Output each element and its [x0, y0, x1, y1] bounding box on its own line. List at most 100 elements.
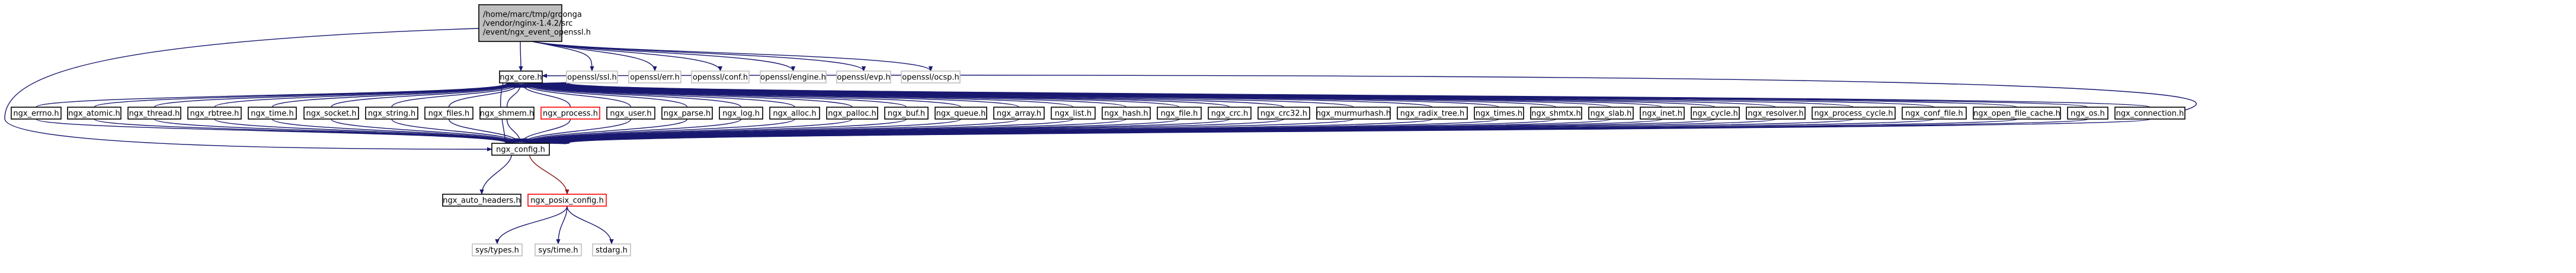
node-label: ngx_crc.h [1211, 110, 1248, 118]
edge-config-posix-config [529, 155, 569, 195]
node-label: openssl/evp.h [837, 73, 890, 82]
node-shmem[interactable]: ngx_shmem.h [479, 107, 535, 120]
node-box [479, 107, 535, 120]
node-socket[interactable]: ngx_socket.h [303, 107, 359, 120]
node-open-file-cache[interactable]: ngx_open_file_cache.h [1973, 107, 2061, 120]
node-times[interactable]: ngx_times.h [1474, 107, 1524, 120]
node-box [935, 107, 987, 120]
node-atomic[interactable]: ngx_atomic.h [67, 107, 121, 120]
node-box [1640, 107, 1685, 120]
node-label: ngx_atomic.h [68, 110, 120, 118]
edge-posix-config-sys_time [556, 205, 568, 245]
node-box [1812, 107, 1896, 120]
edge-atomic-config [94, 118, 513, 144]
node-label: ngx_list.h [1055, 110, 1092, 118]
node-openssl-ssl[interactable]: openssl/ssl.h [566, 70, 618, 83]
node-box [1257, 107, 1310, 120]
node-openssl-ocsp[interactable]: openssl/ocsp.h [901, 70, 961, 83]
node-label: openssl/ocsp.h [902, 73, 959, 82]
node-resolver[interactable]: ngx_resolver.h [1746, 107, 1806, 120]
node-murmurhash[interactable]: ngx_murmurhash.h [1316, 107, 1391, 120]
edge-thread-core [153, 82, 515, 108]
node-sys-time[interactable]: sys/time.h [535, 243, 582, 256]
node-queue[interactable]: ngx_queue.h [935, 107, 987, 120]
node-thread[interactable]: ngx_thread.h [127, 107, 181, 120]
node-label: ngx_resolver.h [1748, 110, 1803, 118]
node-time[interactable]: ngx_time.h [248, 107, 297, 120]
node-label: ngx_radix_tree.h [1400, 110, 1465, 118]
node-list[interactable]: ngx_list.h [1051, 107, 1096, 120]
node-label: ngx_queue.h [936, 110, 986, 118]
node-user[interactable]: ngx_user.h [606, 107, 655, 120]
node-openssl-evp[interactable]: openssl/evp.h [836, 70, 891, 83]
node-label: ngx_cycle.h [1692, 110, 1738, 118]
node-radix-tree[interactable]: ngx_radix_tree.h [1397, 107, 1468, 120]
node-openssl-err[interactable]: openssl/err.h [628, 70, 681, 83]
node-openssl-engine[interactable]: openssl/engine.h [760, 70, 827, 83]
node-box [2114, 107, 2185, 120]
node-label: openssl/ssl.h [567, 73, 617, 82]
node-root[interactable]: /home/marc/tmp/groonga/vendor/nginx-1.4.… [478, 4, 591, 42]
node-parse[interactable]: ngx_parse.h [661, 107, 713, 120]
node-box [303, 107, 359, 120]
node-label: stdarg.h [596, 246, 628, 255]
node-label: ngx_socket.h [306, 110, 356, 118]
node-buf[interactable]: ngx_buf.h [884, 107, 929, 120]
node-sys-types[interactable]: sys/types.h [472, 243, 523, 256]
node-process[interactable]: ngx_process.h [540, 107, 600, 120]
node-openssl-conf[interactable]: openssl/conf.h [691, 70, 750, 83]
node-box [527, 194, 607, 207]
node-box [365, 107, 418, 120]
edge-errno-config [36, 118, 511, 144]
edge-rbtree-core [214, 82, 517, 108]
node-box [424, 107, 473, 120]
node-label: ngx_connection.h [2116, 110, 2184, 118]
node-stdarg[interactable]: stdarg.h [592, 243, 631, 256]
edge-socket-config [331, 118, 519, 144]
node-auto-headers[interactable]: ngx_auto_headers.h [442, 194, 521, 207]
node-shmtx[interactable]: ngx_shmtx.h [1530, 107, 1582, 120]
node-config[interactable]: ngx_config.h [491, 143, 550, 156]
node-process-cycle[interactable]: ngx_process_cycle.h [1812, 107, 1896, 120]
node-connection[interactable]: ngx_connection.h [2114, 107, 2185, 120]
node-box [628, 70, 681, 83]
node-conf-file[interactable]: ngx_conf_file.h [1902, 107, 1967, 120]
node-label: ngx_string.h [368, 110, 415, 118]
node-label: sys/types.h [475, 246, 519, 255]
node-errno[interactable]: ngx_errno.h [11, 107, 62, 120]
node-posix-config[interactable]: ngx_posix_config.h [527, 194, 607, 207]
node-label: ngx_file.h [1161, 110, 1198, 118]
node-box [661, 107, 713, 120]
node-label: ngx_log.h [722, 110, 760, 118]
node-label: ngx_shmtx.h [1531, 110, 1581, 118]
node-box [540, 107, 600, 120]
node-box [535, 243, 582, 256]
node-box [691, 70, 750, 83]
node-label: ngx_murmurhash.h [1316, 110, 1391, 118]
node-label: ngx_shmem.h [480, 110, 534, 118]
node-slab[interactable]: ngx_slab.h [1588, 107, 1634, 120]
node-core[interactable]: ngx_core.h [499, 70, 543, 83]
node-crc32[interactable]: ngx_crc32.h [1257, 107, 1310, 120]
edge-root-openssl_ocsp [532, 41, 933, 72]
node-alloc[interactable]: ngx_alloc.h [769, 107, 820, 120]
node-string[interactable]: ngx_string.h [365, 107, 418, 120]
node-hash[interactable]: ngx_hash.h [1102, 107, 1151, 120]
node-label: /home/marc/tmp/groonga [483, 11, 582, 20]
node-log[interactable]: ngx_log.h [719, 107, 763, 120]
node-os[interactable]: ngx_os.h [2067, 107, 2108, 120]
node-inet[interactable]: ngx_inet.h [1640, 107, 1685, 120]
node-box [187, 107, 242, 120]
node-label: ngx_slab.h [1591, 110, 1632, 118]
node-array[interactable]: ngx_array.h [993, 107, 1045, 120]
node-box [760, 70, 827, 83]
node-rbtree[interactable]: ngx_rbtree.h [187, 107, 242, 120]
node-label: ngx_process.h [543, 110, 598, 118]
edge-config-auto-headers [479, 155, 513, 195]
node-file[interactable]: ngx_file.h [1157, 107, 1202, 120]
node-files[interactable]: ngx_files.h [424, 107, 473, 120]
node-crc[interactable]: ngx_crc.h [1208, 107, 1252, 120]
node-palloc[interactable]: ngx_palloc.h [826, 107, 878, 120]
node-label: ngx_conf_file.h [1905, 110, 1963, 118]
node-cycle[interactable]: ngx_cycle.h [1691, 107, 1740, 120]
